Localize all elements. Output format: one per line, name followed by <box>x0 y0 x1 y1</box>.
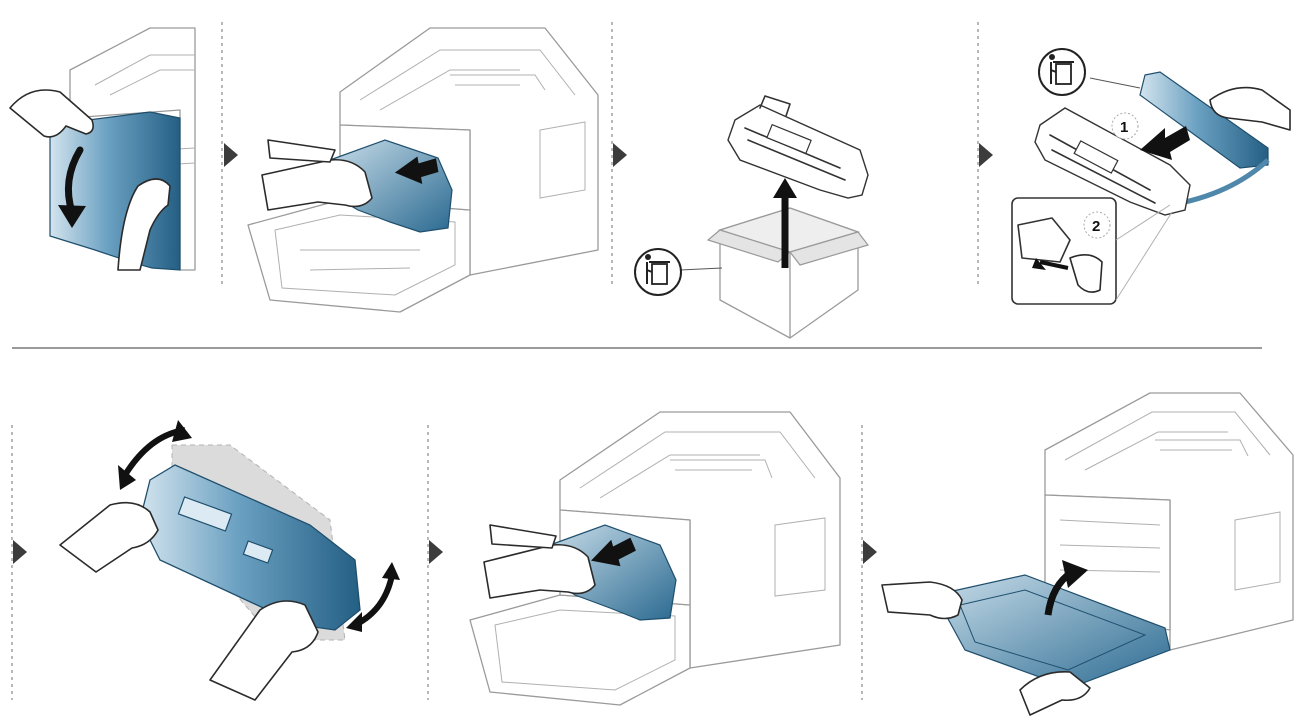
step-marker-icon <box>863 540 877 564</box>
arrow-icon <box>591 537 636 567</box>
arrow-icon <box>58 205 86 228</box>
panel-close-cover <box>881 392 1294 716</box>
arrow-icon <box>1140 126 1190 160</box>
arrow-icon <box>346 612 362 632</box>
arrow-icon <box>773 178 797 198</box>
arrow-icon <box>394 156 439 185</box>
panel-remove-cover: 1 2 <box>1011 48 1291 305</box>
panel-remove-cartridge <box>247 27 599 313</box>
arrow-icon <box>118 465 136 490</box>
step-marker-icon <box>979 143 993 167</box>
arrow-icon <box>1062 560 1088 588</box>
panel-unpack-cartridge <box>634 95 870 339</box>
recycle-bin-icon <box>634 248 682 296</box>
step-marker-icon <box>13 540 27 564</box>
arrow-icon <box>382 562 400 580</box>
panel-open-cover <box>9 27 196 271</box>
step-marker-icon <box>429 540 443 564</box>
arrow-icon <box>1032 258 1046 270</box>
step-marker-icon <box>613 143 627 167</box>
panel-insert-cartridge <box>469 411 841 706</box>
arrow-icon <box>172 420 192 442</box>
callout-number-1: 1 <box>1120 119 1128 136</box>
step-marker-icon <box>224 143 238 167</box>
recycle-bin-icon <box>1038 48 1086 96</box>
panel-shake-cartridge <box>59 420 400 701</box>
callout-number-2: 2 <box>1092 218 1100 235</box>
